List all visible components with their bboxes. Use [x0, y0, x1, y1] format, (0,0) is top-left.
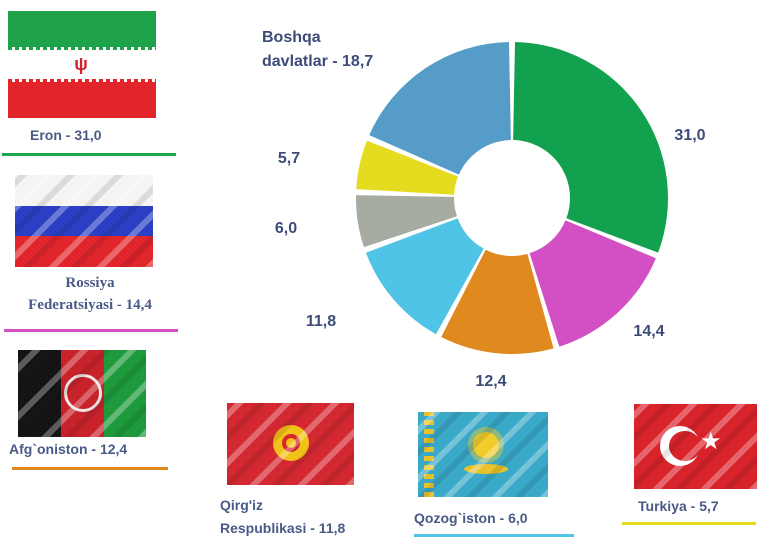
donut-slice-eron — [513, 42, 668, 253]
turkey-crescent-icon — [660, 426, 701, 466]
donut-slice-qirg-iz-respublikasi — [365, 218, 484, 335]
legend-eron: Eron - 31,0 — [30, 127, 102, 143]
kazakhstan-eagle-icon — [464, 464, 508, 474]
iran-emblem-icon: ψ — [74, 54, 88, 74]
donut-slice-rossiya-federatsiyasi — [529, 220, 656, 347]
turkey-flag: ★ — [634, 404, 757, 489]
legend-qozogiston: Qozog`iston - 6,0 — [414, 510, 528, 526]
iran-flag: ψ — [8, 11, 156, 118]
kazakhstan-sun-icon — [473, 432, 499, 458]
legend-rossiya-line2: Federatsiyasi - 14,4 — [28, 297, 152, 313]
legend-afgoniston-underline — [12, 467, 168, 470]
kyrgyzstan-flag — [227, 403, 354, 485]
donut-slice-boshqa-davlatlar — [369, 42, 511, 175]
chart-label-other-line2: davlatlar - 18,7 — [262, 53, 373, 70]
data-label-5: 6,0 — [275, 220, 297, 237]
legend-afgoniston: Afg`oniston - 12,4 — [9, 441, 128, 457]
legend-qozogiston-underline — [414, 534, 574, 537]
legend-qirgiz-line2: Respublikasi - 11,8 — [220, 520, 346, 536]
data-label-4: 11,8 — [306, 313, 336, 330]
data-label-1: 31,0 — [674, 127, 705, 144]
chart-label-other-line1: Boshqa — [262, 29, 321, 46]
kazakhstan-flag — [418, 412, 548, 497]
donut-slice-afg-oniston — [441, 249, 554, 354]
data-label-2: 14,4 — [633, 323, 664, 340]
legend-rossiya-underline — [4, 329, 178, 332]
legend-rossiya-line1: Rossiya — [65, 275, 115, 291]
turkey-star-icon: ★ — [700, 430, 722, 454]
legend-eron-underline — [2, 153, 176, 156]
afghanistan-flag — [18, 350, 146, 437]
data-label-6: 5,7 — [278, 150, 300, 167]
afghanistan-emblem-icon — [64, 374, 102, 412]
legend-turkiya: Turkiya - 5,7 — [638, 498, 719, 514]
data-label-3: 12,4 — [475, 373, 506, 390]
legend-turkiya-underline — [622, 522, 756, 525]
kyrgyzstan-sun-icon — [273, 425, 309, 461]
donut-slice-turkiya — [356, 140, 459, 195]
donut-slice-qozog-iston — [356, 195, 457, 248]
russia-flag — [15, 175, 153, 267]
legend-qirgiz-line1: Qirg'iz — [220, 497, 263, 513]
